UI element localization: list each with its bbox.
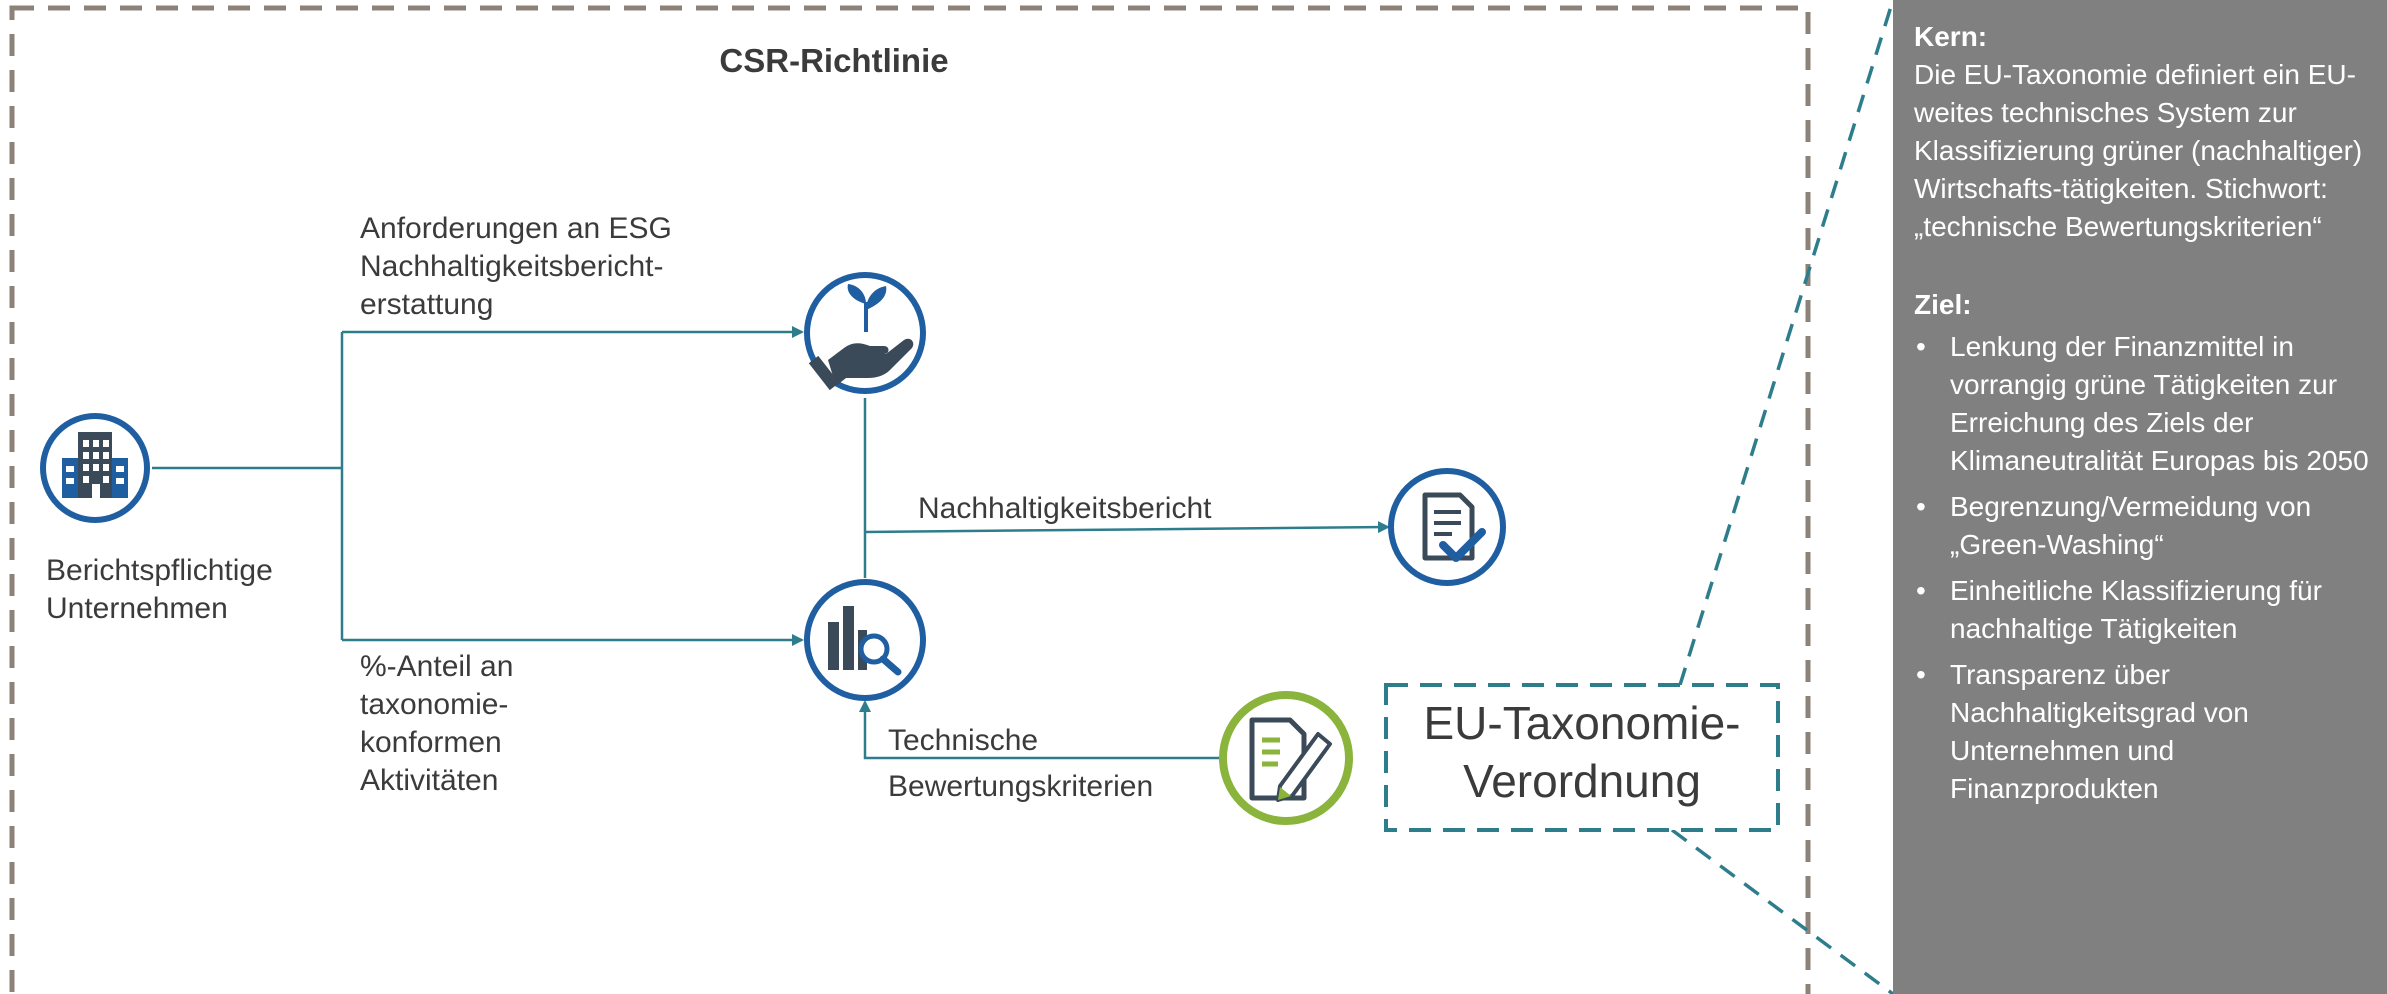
callout-lines xyxy=(1670,0,1895,994)
eu-taxonomy-label: EU-Taxonomie- Verordnung xyxy=(1423,697,1741,807)
arrow-to-report xyxy=(864,521,1390,534)
goal-text: Einheitliche Klassifizierung für nachhal… xyxy=(1950,575,2322,644)
goal-text: Transparenz über Nachhaltigkeitsgrad von… xyxy=(1950,659,2249,804)
callout-line-top xyxy=(1678,0,1895,686)
label-reporting-companies: Berichtspflichtige Unternehmen xyxy=(46,554,273,625)
bullet-dot: • xyxy=(1916,331,1926,362)
goal-list: • Lenkung der Finanzmittel in vorrangig g… xyxy=(1914,328,2371,808)
label-sustainability-report: Nachhaltigkeitsbericht xyxy=(918,492,1212,525)
csr-frame xyxy=(9,5,1811,994)
label-esg-requirements: Anforderungen an ESG Nachhaltigkeitsberi… xyxy=(360,212,672,321)
arrow-from-criteria xyxy=(859,700,1222,760)
diagram-title: CSR-Richtlinie xyxy=(719,42,949,79)
label-technical-criteria-line2: Bewertungskriterien xyxy=(888,770,1154,803)
plant-in-hand-icon xyxy=(804,272,926,394)
core-text: Die EU-Taxonomie definiert ein EU-weites… xyxy=(1914,59,2363,242)
bullet-dot: • xyxy=(1916,491,1926,522)
document-check-icon xyxy=(1388,468,1506,586)
info-panel: Kern: Die EU-Taxonomie definiert ein EU-… xyxy=(1893,0,2387,994)
label-taxonomy-share: %-Anteil an taxonomie- konformen Aktivit… xyxy=(360,650,514,797)
goal-item: • Einheitliche Klassifizierung für nachha… xyxy=(1914,572,2371,648)
goal-item: • Transparenz über Nachhaltigkeitsgrad vo… xyxy=(1914,656,2371,808)
goal-text: Lenkung der Finanzmittel in vorrangig gr… xyxy=(1950,331,2369,476)
connectors xyxy=(152,326,1390,760)
eu-taxonomy-box xyxy=(1384,683,1780,832)
goal-item: • Begrenzung/Vermeidung von „Green-Washin… xyxy=(1914,488,2371,564)
goal-item: • Lenkung der Finanzmittel in vorrangig g… xyxy=(1914,328,2371,480)
bullet-dot: • xyxy=(1916,575,1926,606)
callout-line-bottom xyxy=(1670,828,1895,994)
label-technical-criteria-line1: Technische xyxy=(888,724,1039,757)
bullet-dot: • xyxy=(1916,659,1926,690)
core-heading: Kern: xyxy=(1914,21,1988,52)
chart-search-icon xyxy=(804,579,926,701)
document-pen-icon xyxy=(1219,691,1353,825)
building-icon xyxy=(40,413,150,523)
goal-heading: Ziel: xyxy=(1914,289,1972,320)
goal-text: Begrenzung/Vermeidung von „Green-Washing… xyxy=(1950,491,2312,560)
